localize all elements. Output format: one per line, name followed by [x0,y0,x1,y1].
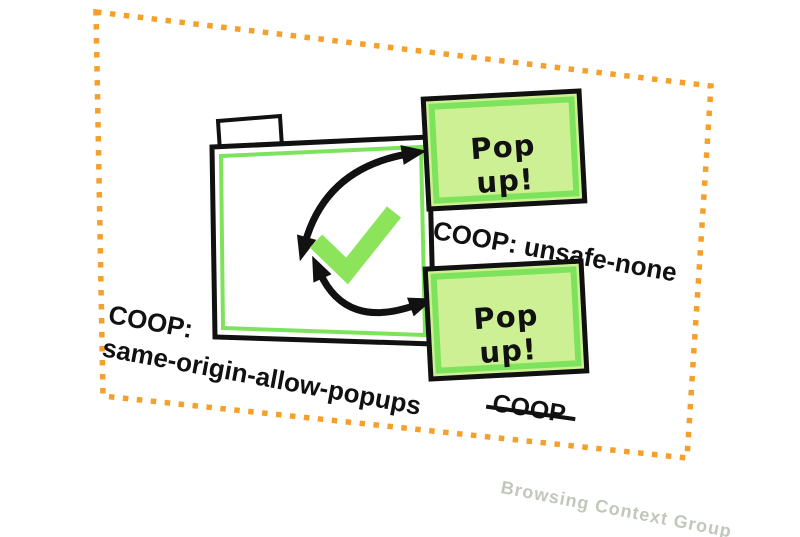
swap-arrow-top-icon [296,145,427,262]
swap-arrow-bottom-icon [312,255,434,317]
popup-top-title: Pop up! [469,127,537,200]
popup-window-bottom [422,258,590,382]
checkmark-icon [309,206,402,285]
popup-bottom-title: Pop up! [472,297,540,370]
popup-window-top [420,88,588,212]
